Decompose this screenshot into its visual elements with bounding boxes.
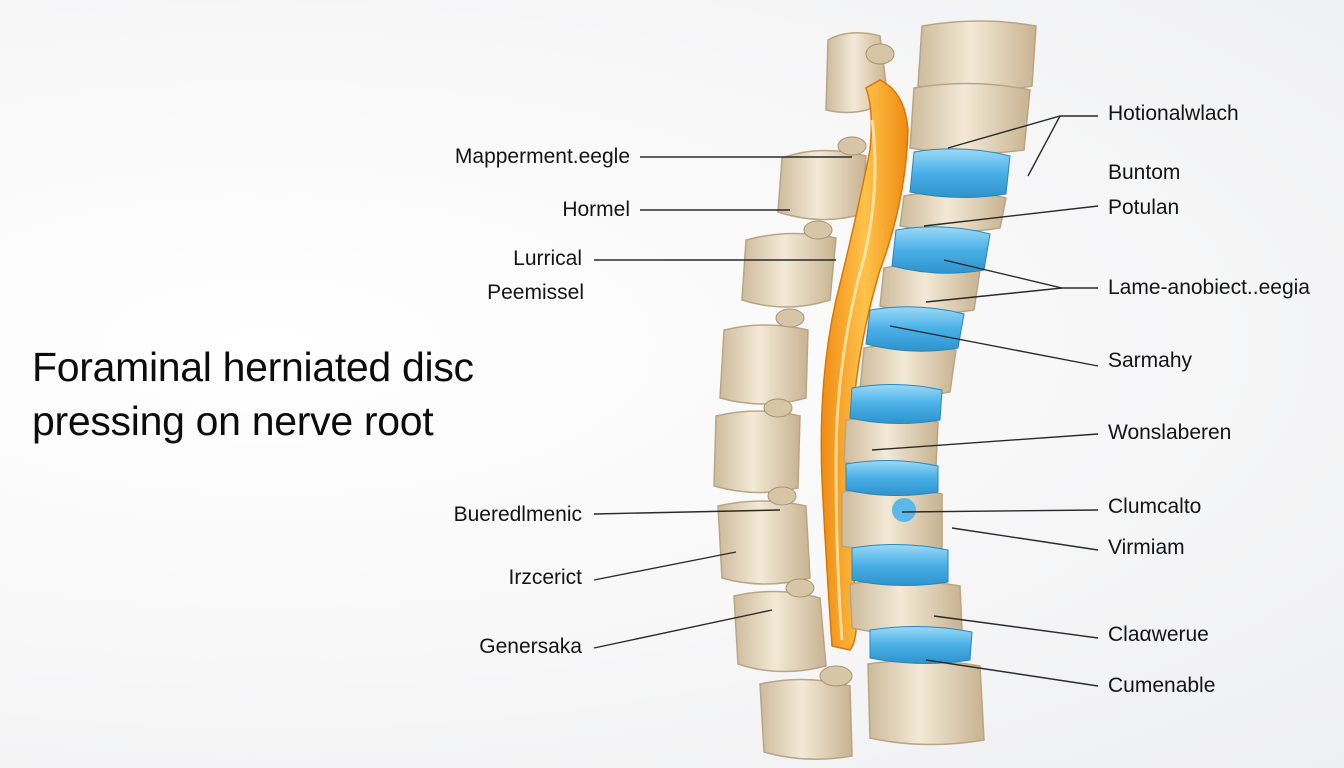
leader-lines-right	[871, 115, 1099, 687]
vertebral-bodies	[841, 20, 1037, 746]
diagram-title: Foraminal herniated disc pressing on ner…	[32, 340, 474, 448]
posterior-processes	[713, 32, 889, 760]
label-right-1: Hotionalwlach	[1108, 102, 1239, 125]
label-right-6: Wonslaberen	[1108, 421, 1232, 444]
label-right-3: Potulan	[1108, 196, 1180, 219]
title-line-2: pressing on nerve root	[32, 398, 434, 444]
label-right-2: Buntom	[1108, 161, 1181, 184]
label-right-10: Cumenable	[1108, 674, 1216, 697]
label-left-4: Peemissel	[487, 281, 584, 304]
title-line-1: Foraminal herniated disc	[32, 344, 474, 390]
label-left-6: Irzcerict	[508, 566, 583, 589]
label-left-7: Genersaka	[479, 635, 582, 658]
label-left-1: Mapperment.eegle	[454, 145, 630, 168]
label-left-3: Lurrical	[513, 247, 582, 270]
facet-joints	[763, 43, 895, 687]
label-right-7: Clumcalto	[1108, 495, 1202, 518]
intervertebral-discs	[845, 148, 1011, 665]
label-right-8: Virmiam	[1108, 536, 1185, 559]
label-right-5: Sarmahy	[1108, 349, 1193, 372]
label-right-9: Claαwerue	[1108, 623, 1209, 646]
label-right-4: Lame-anobiect..eegia	[1108, 276, 1310, 299]
leader-lines-left	[593, 156, 852, 649]
label-left-2: Hormel	[562, 198, 630, 221]
label-left-5: Bueredlmenic	[453, 503, 582, 526]
